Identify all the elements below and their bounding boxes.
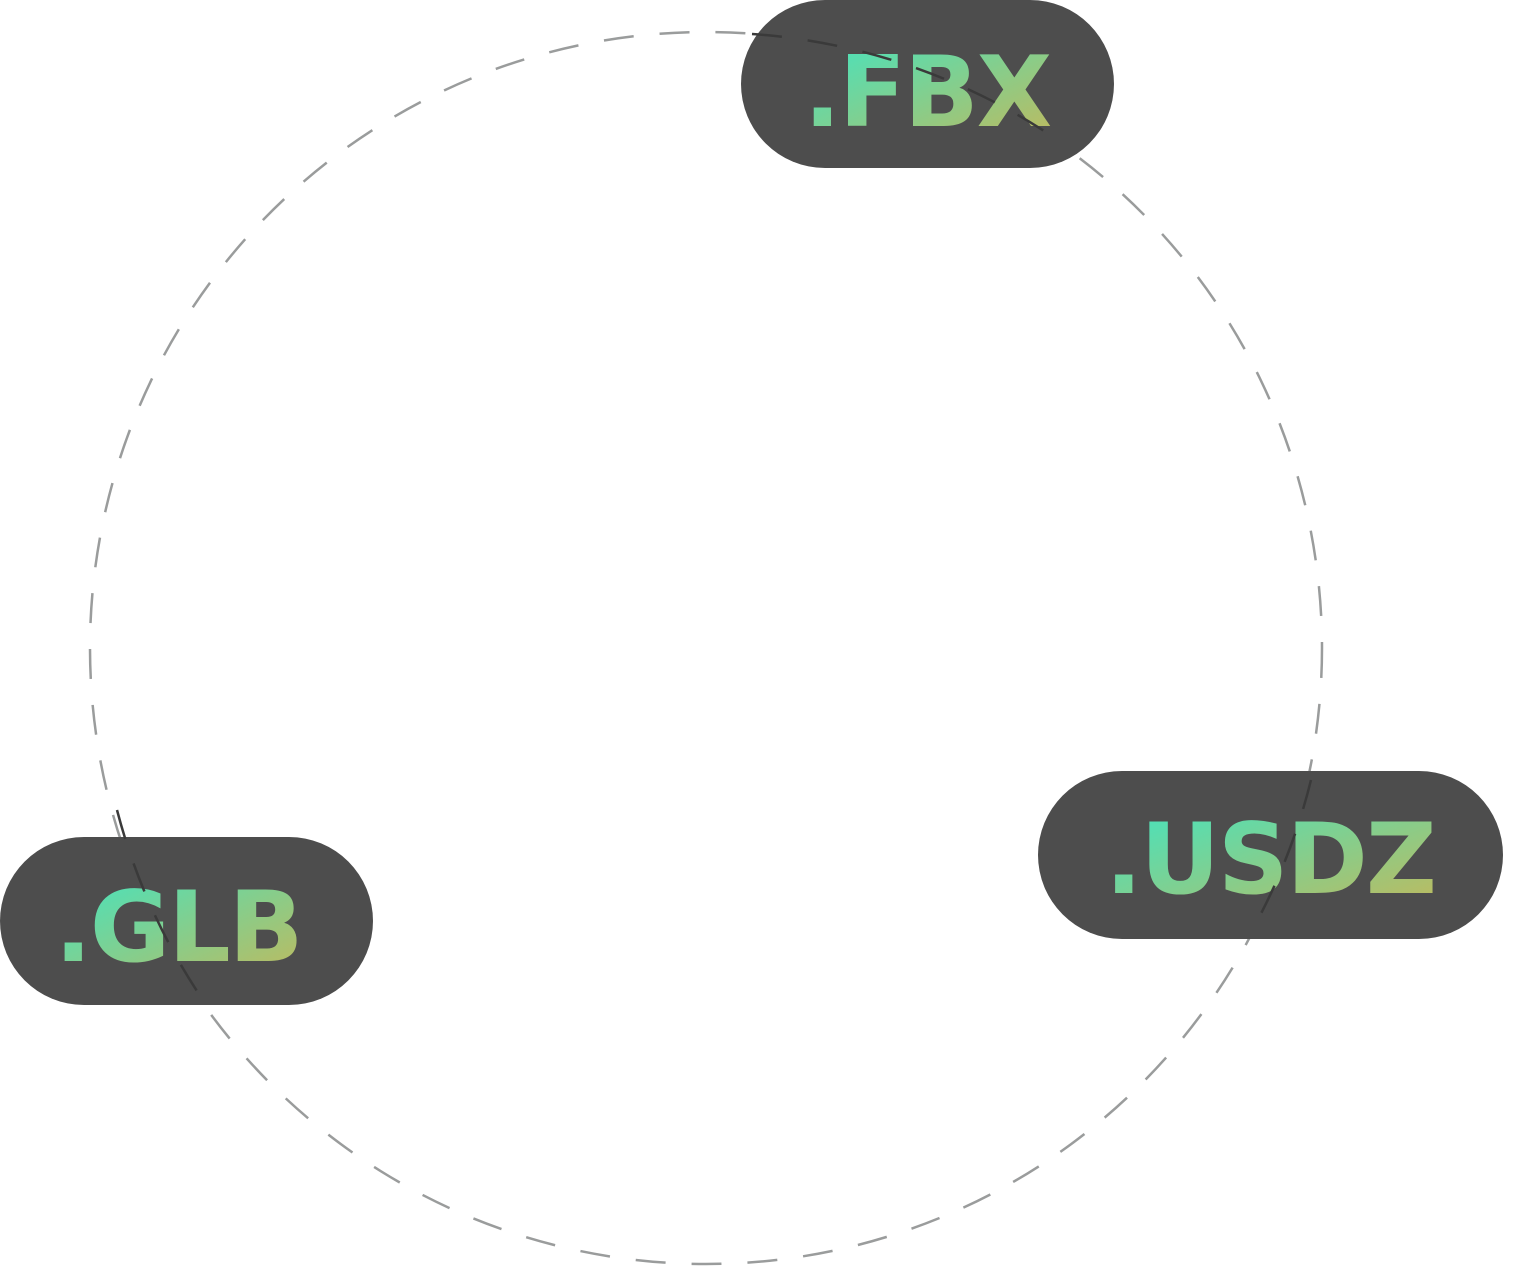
orbit-ring <box>88 30 1324 1266</box>
format-pill-glb: .GLB <box>0 837 373 1005</box>
format-label-usdz: .USDZ <box>1105 803 1435 917</box>
ring-segment-glb <box>115 809 207 1004</box>
pill-background <box>1038 771 1503 939</box>
format-label-glb: .GLB <box>55 871 302 985</box>
format-pill-usdz: .USDZ <box>1038 771 1503 939</box>
format-pill-fbx: .FBX <box>741 0 1114 168</box>
pill-background <box>0 837 373 1005</box>
pill-background <box>741 0 1114 168</box>
ring-segment-fbx <box>751 32 1063 145</box>
ring-segment-usdz <box>1253 779 1313 926</box>
format-label-fbx: .FBX <box>804 36 1051 150</box>
ring-overlay-segments <box>115 32 1313 1004</box>
